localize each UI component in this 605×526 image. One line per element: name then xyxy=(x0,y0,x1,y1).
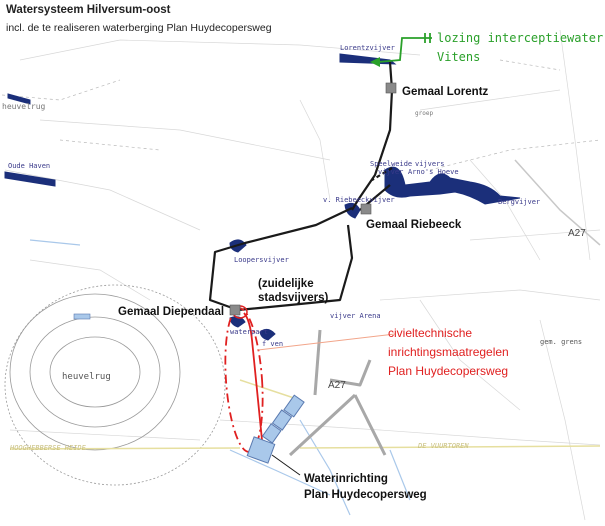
label-vitens: Vitens xyxy=(437,50,481,64)
label-loopersvijver: Loopersvijver xyxy=(234,256,289,264)
small-left-basin xyxy=(73,313,91,320)
label-vijver-sub: vijver xyxy=(378,168,404,176)
label-gemaal-lorentz: Gemaal Lorentz xyxy=(402,86,489,98)
label-heuvelrug-top: heuvelrug xyxy=(2,102,46,111)
label-a27-right: A27 xyxy=(568,228,586,239)
yellow-road-lines xyxy=(9,379,601,450)
label-gemaal-riebeeck: Gemaal Riebeeck xyxy=(366,219,462,231)
label-gem-grens: gem. grens xyxy=(540,338,583,346)
background-dashes xyxy=(1,59,601,171)
water-pipes xyxy=(208,61,394,312)
label-a27-lower: A27 xyxy=(328,380,346,391)
oude-haven-water xyxy=(4,171,56,187)
label-oude-haven: Oude Haven xyxy=(8,162,51,170)
label-vijver-arena: vijver Arena xyxy=(330,312,381,320)
gemaal-diependaal-icon xyxy=(229,304,241,316)
label-plan-huydecopersweg: Plan Huydecopersweg xyxy=(304,489,427,501)
label-riebeeckvijver: v. Riebeeckvijver xyxy=(323,196,395,204)
label-hoge-heide: HOOGHEBBERSE HEIDE xyxy=(10,444,86,452)
lozing-line xyxy=(377,33,432,63)
a27-east-road xyxy=(514,159,601,246)
lorentzvijver-water xyxy=(339,53,397,65)
label-stadsvijvers: stadsvijvers) xyxy=(258,292,329,304)
label-speelweide: Speelweide xyxy=(370,160,413,168)
label-arnos-hoeve: Arno's Hoeve xyxy=(408,168,459,176)
label-gemaal-diependaal: Gemaal Diependaal xyxy=(118,306,225,318)
gemaal-lorentz-icon xyxy=(385,82,397,94)
page-title: Watersysteem Hilversum-oost xyxy=(6,4,171,16)
label-heuvelrug: heuvelrug xyxy=(62,372,111,382)
label-waterinrichting: Waterinrichting xyxy=(304,473,388,485)
fven-water xyxy=(259,328,276,341)
green-arrow-icon xyxy=(370,57,380,67)
civil-leader-line xyxy=(257,333,396,351)
label-civieltechnische: civieltechnische xyxy=(388,326,473,340)
top-left-water xyxy=(7,93,31,105)
label-de-vuurtoren: DE VUURTOREN xyxy=(418,442,469,450)
vijvers-arnos-hoeve-water xyxy=(384,166,521,205)
label-groep: groep xyxy=(415,110,434,117)
label-fven: f ven xyxy=(262,340,284,348)
label-lorentzvijver: Lorentzvijver xyxy=(340,44,395,52)
waterinrichting-leader xyxy=(271,454,301,476)
label-lozing: lozing interceptiewater xyxy=(437,31,604,45)
page-subtitle: incl. de te realiseren waterberging Plan… xyxy=(6,22,272,34)
label-bergvijver: Bergvijver xyxy=(498,198,541,206)
label-vijvers: vijvers xyxy=(415,160,445,168)
label-zuidelijke: (zuidelijke xyxy=(258,278,314,290)
label-waterpart: waterpart xyxy=(230,328,268,336)
contour-rings xyxy=(4,284,226,486)
label-inrichtingsmaatregelen: inrichtingsmaatregelen xyxy=(388,345,509,359)
a27-highway xyxy=(288,329,387,457)
gemaal-riebeeck-icon xyxy=(360,203,372,215)
waterinrichting-basins xyxy=(246,394,305,464)
label-plan-huydecopersweg-red: Plan Huydecopersweg xyxy=(388,364,509,378)
